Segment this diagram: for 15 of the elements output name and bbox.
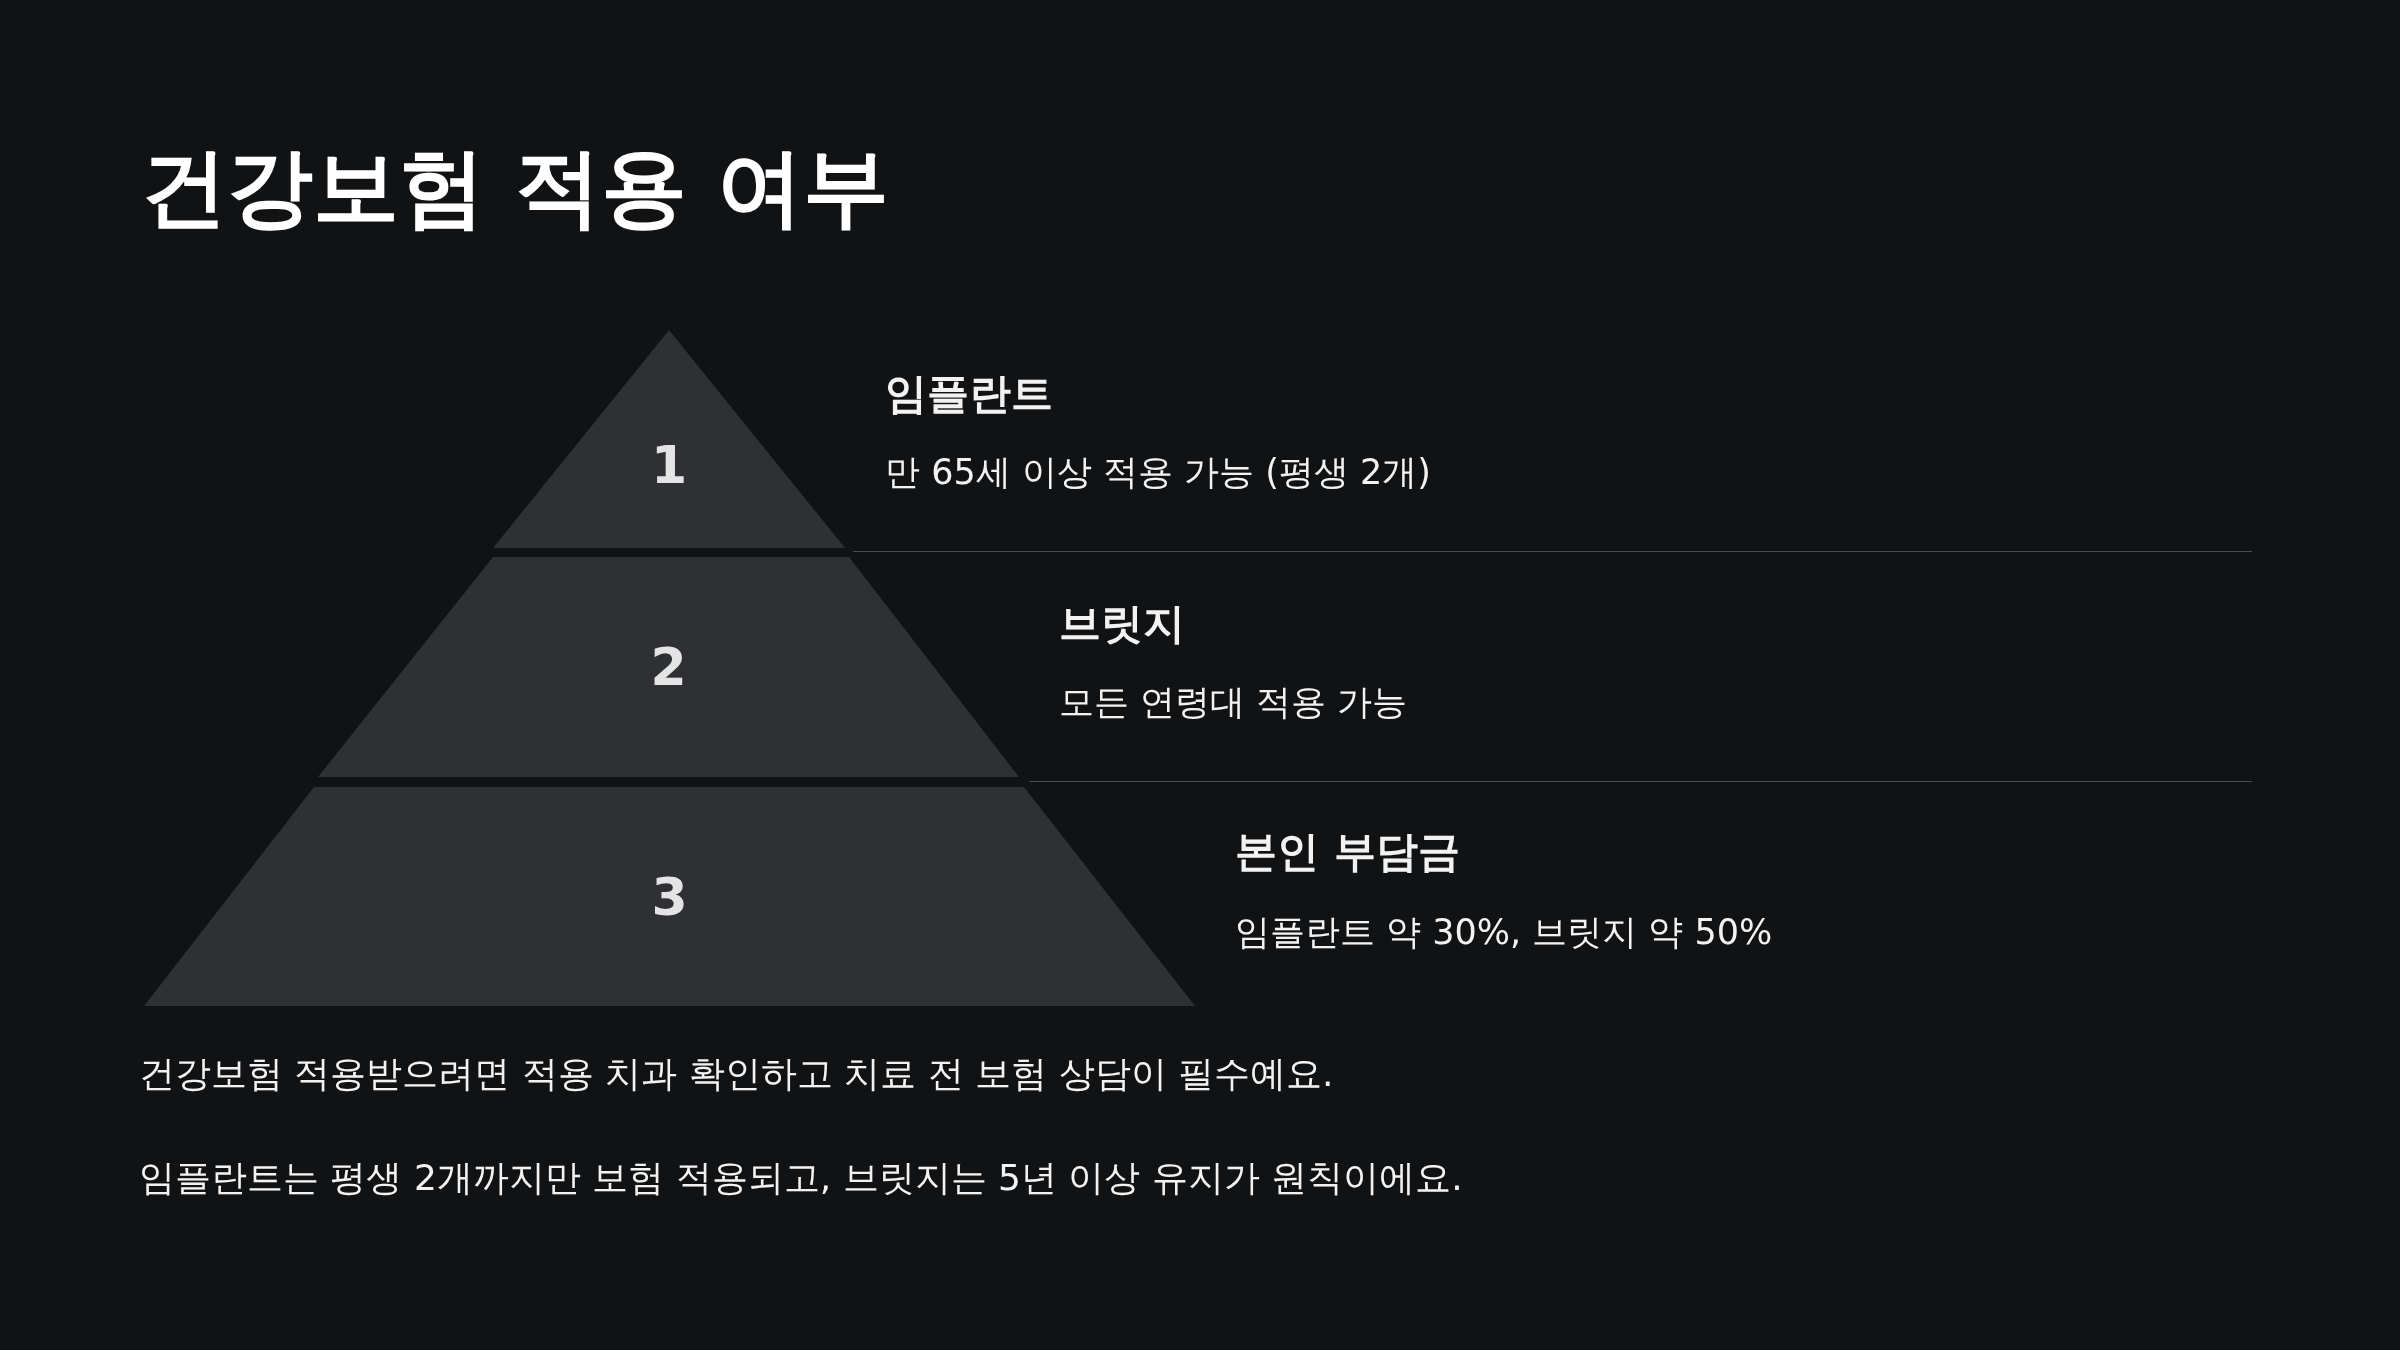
tier-description: 만 65세 이상 적용 가능 (평생 2개) — [885, 452, 1431, 493]
note-text: 임플란트는 평생 2개까지만 보험 적용되고, 브릿지는 5년 이상 유지가 원칙이에요. — [139, 1157, 1463, 1199]
tier-description: 임플란트 약 30%, 브릿지 약 50% — [1235, 912, 1773, 953]
tier-number: 2 — [649, 641, 688, 693]
tier-number: 1 — [649, 439, 689, 492]
pyramid-tier — [318, 557, 1019, 777]
tier-heading: 본인 부담금 — [1235, 828, 1460, 877]
pyramid-tier — [144, 787, 1195, 1006]
tier-heading: 브릿지 — [1059, 600, 1185, 649]
tier-description: 모든 연령대 적용 가능 — [1059, 682, 1408, 723]
tier-number: 3 — [650, 870, 689, 923]
pyramid-tier — [493, 330, 845, 548]
note-text: 건강보험 적용받으려면 적용 치과 확인하고 치료 전 보험 상담이 필수예요. — [139, 1053, 1334, 1095]
tier-heading: 임플란트 — [885, 370, 1053, 419]
title: 건강보험 적용 여부 — [141, 138, 889, 237]
